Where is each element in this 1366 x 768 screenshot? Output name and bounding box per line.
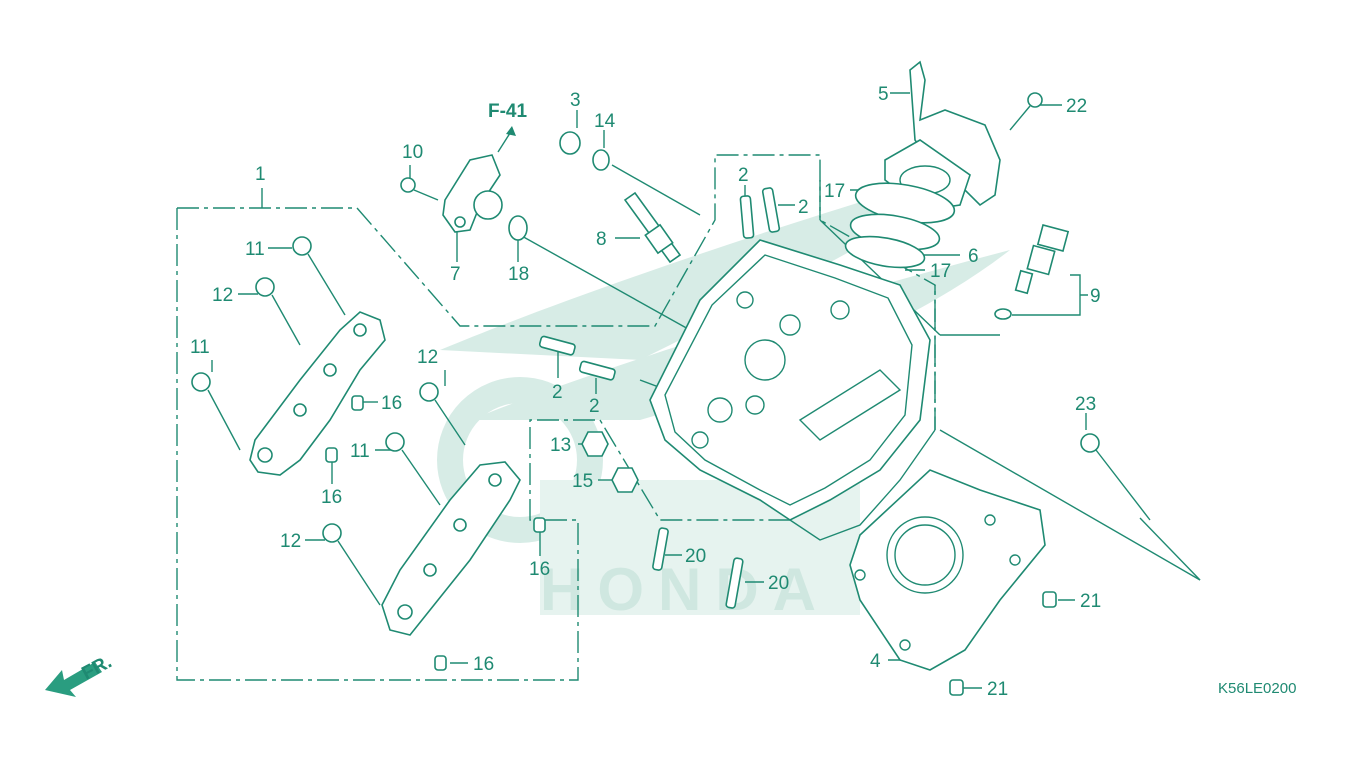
callout-7: 7 — [450, 264, 461, 285]
seal-14 — [592, 149, 610, 171]
callout-2b: 2 — [798, 197, 809, 218]
front-arrow-icon — [45, 662, 102, 697]
callout-16b: 16 — [321, 487, 342, 508]
callout-6: 6 — [968, 246, 979, 267]
callout-18: 18 — [508, 264, 529, 285]
callout-21b: 21 — [987, 679, 1008, 700]
camshaft-holder-left — [249, 311, 386, 476]
callout-11b: 11 — [190, 337, 210, 358]
callout-16a: 16 — [381, 393, 402, 414]
cylinder-head-outline — [819, 180, 936, 430]
callout-labels: 1 2 2 2 2 3 4 5 6 7 8 9 10 11 11 11 12 1… — [190, 84, 1101, 700]
dowel-pins — [325, 395, 1057, 696]
callout-17b: 17 — [930, 261, 951, 282]
callout-23: 23 — [1075, 394, 1096, 415]
stud-20 — [652, 527, 744, 609]
callout-12c: 12 — [280, 531, 301, 552]
bolts — [191, 92, 1151, 606]
callout-11c: 11 — [350, 441, 370, 462]
callout-15: 15 — [572, 471, 593, 492]
seal-3 — [559, 131, 581, 155]
stud-bolts — [538, 187, 781, 381]
callout-12a: 12 — [212, 285, 233, 306]
o-ring-18 — [508, 215, 528, 241]
watermark-text: HONDA — [540, 556, 830, 623]
gasket-17-lower — [844, 235, 926, 269]
callout-16d: 16 — [473, 654, 494, 675]
sensor-part-9 — [994, 223, 1070, 320]
callout-4: 4 — [870, 651, 881, 672]
callout-13: 13 — [550, 435, 571, 456]
callout-2a: 2 — [738, 165, 749, 186]
nut-15 — [611, 467, 639, 493]
callout-1: 1 — [255, 164, 266, 185]
callout-22: 22 — [1066, 96, 1087, 117]
callout-2d: 2 — [589, 396, 600, 417]
callout-16c: 16 — [529, 559, 550, 580]
nut-13 — [581, 431, 609, 457]
callout-11a: 11 — [245, 239, 265, 260]
camshaft-holder-lower — [381, 461, 521, 636]
sensor-part-7 — [400, 154, 503, 233]
callout-12b: 12 — [417, 347, 438, 368]
callout-10: 10 — [402, 142, 423, 163]
callout-8: 8 — [596, 229, 607, 250]
callout-2c: 2 — [552, 382, 563, 403]
callout-5: 5 — [878, 84, 889, 105]
reference-code: K56LE0200 — [1218, 680, 1296, 697]
callout-17a: 17 — [824, 181, 845, 202]
callout-9: 9 — [1090, 286, 1101, 307]
figure-reference: F-41 — [488, 101, 528, 122]
callout-21a: 21 — [1080, 591, 1101, 612]
callout-20a: 20 — [685, 546, 706, 567]
cylinder-gasket — [849, 469, 1046, 671]
callout-20b: 20 — [768, 573, 789, 594]
callout-3: 3 — [570, 90, 581, 111]
cylinder-head — [649, 239, 936, 541]
intake-pipe-5 — [884, 60, 1001, 211]
callout-14: 14 — [594, 111, 616, 132]
spark-plug — [623, 191, 682, 264]
